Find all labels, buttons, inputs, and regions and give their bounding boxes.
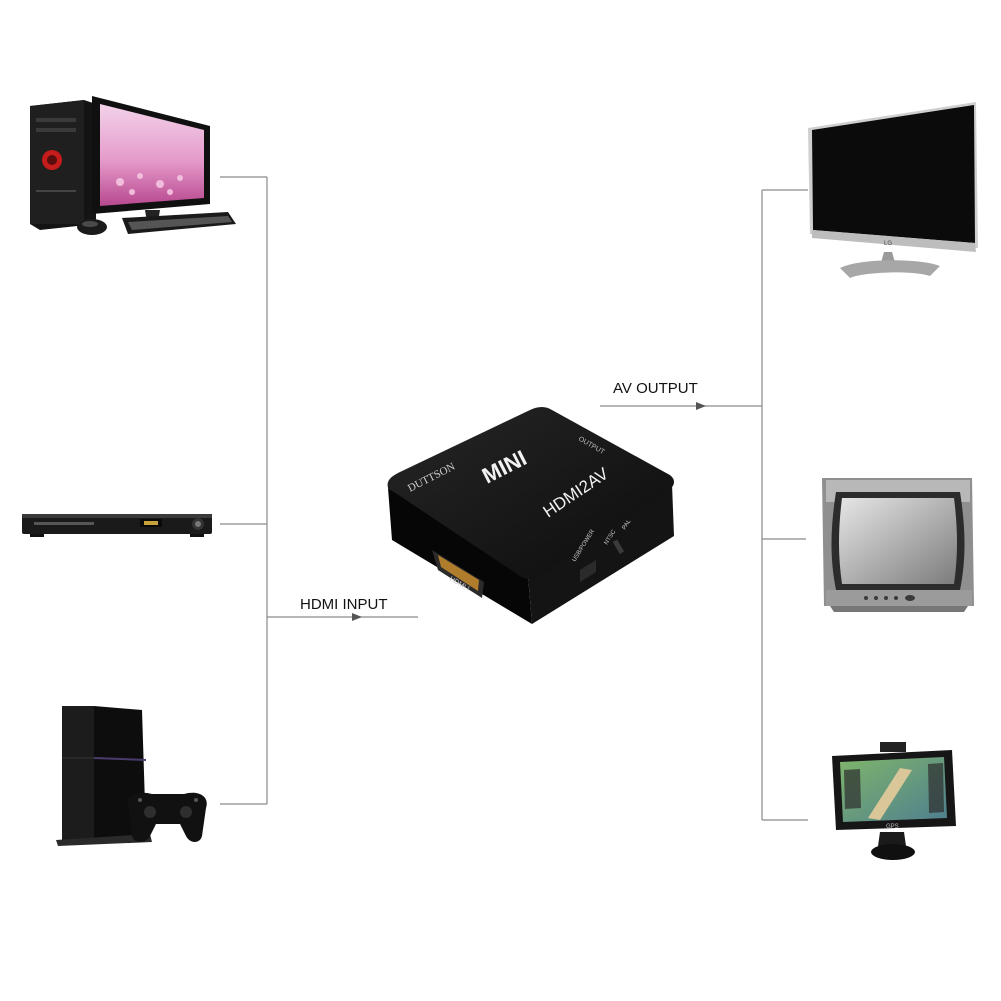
hdmi-port-icon: [432, 550, 484, 598]
lg-logo: LG: [884, 241, 892, 247]
av-output-label: AV OUTPUT: [613, 380, 698, 397]
crt-tv-icon: [822, 478, 974, 612]
hdmi-input-label: HDMI INPUT: [300, 596, 388, 613]
pal-label: PAL: [622, 518, 633, 531]
flat-tv-icon: LG: [808, 102, 978, 278]
hdmi2av-converter: DUTTSON MINI HDMI2AV OUTPUT HDMI I USB/P…: [387, 407, 674, 624]
output-arrow-icon: [696, 402, 706, 410]
dvd-player-icon: [22, 514, 212, 537]
ntsc-pal-switch: [612, 539, 625, 555]
game-console-icon: [56, 706, 207, 846]
gps-brand-label: GPS: [886, 824, 899, 830]
usb-port-icon: [580, 560, 596, 582]
desktop-computer-icon: [30, 96, 236, 235]
output-connector-lines: [600, 189, 808, 821]
input-connector-lines: [220, 176, 418, 805]
gps-navigator-icon: GPS: [832, 742, 956, 860]
input-arrow-icon: [352, 613, 362, 621]
